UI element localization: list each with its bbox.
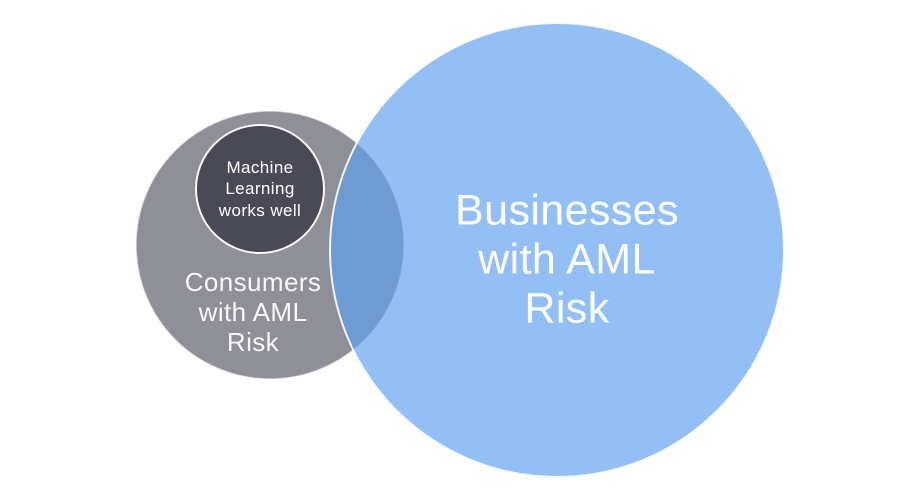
businesses-circle — [329, 22, 785, 478]
machine-learning-circle — [195, 124, 325, 254]
